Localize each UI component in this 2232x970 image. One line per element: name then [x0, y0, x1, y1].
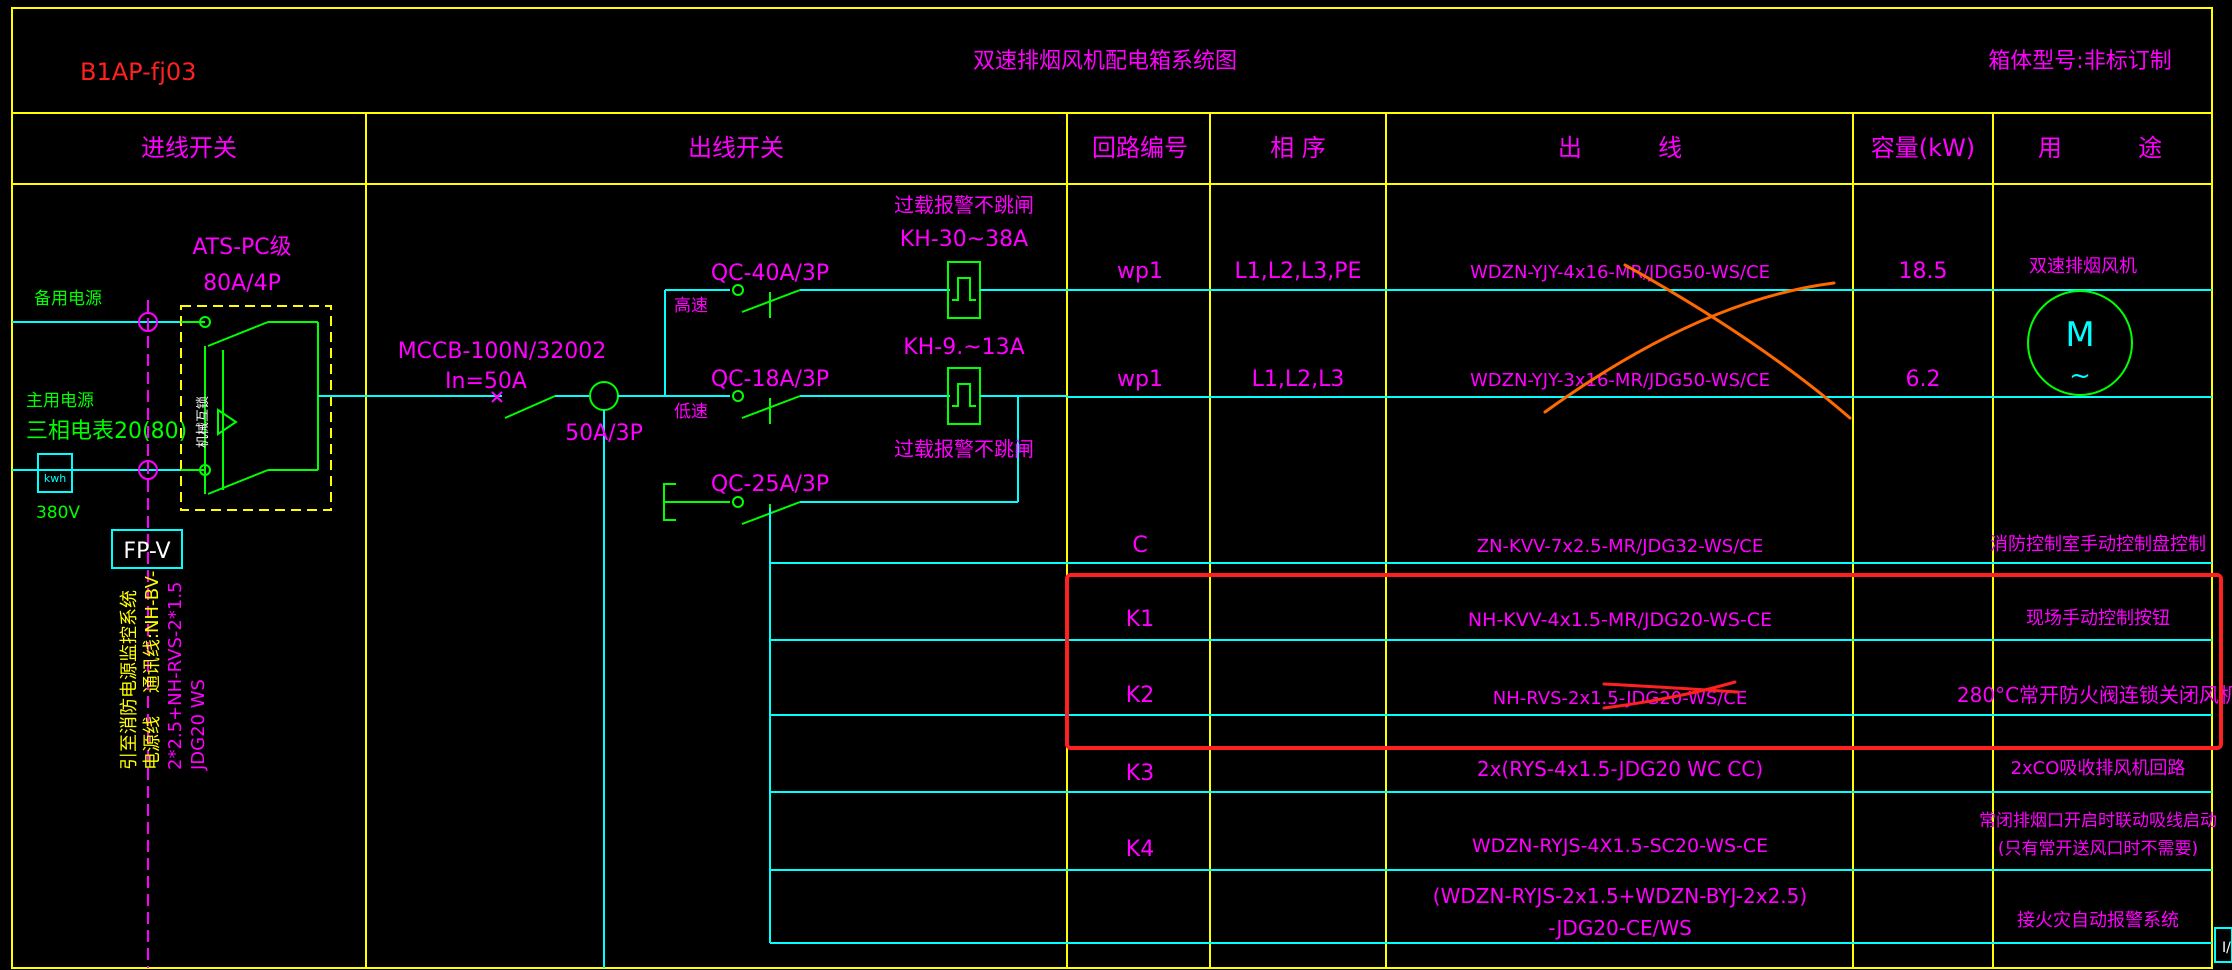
ats-interlock-label: 机械互锁: [195, 396, 211, 448]
edge-tag: I/: [2222, 940, 2231, 956]
cross-out-mark: [1543, 263, 1852, 420]
motor-icon: [2027, 290, 2133, 396]
voltage-label: 380V: [36, 503, 80, 523]
fire-note-4: JDG20 WS: [188, 679, 209, 771]
incoming-section: 备用电源 主用电源 三相电表20(80) kwh 380V FP-V 引至消防电…: [12, 235, 500, 968]
row-8-line-2: -JDG20-CE/WS: [1548, 916, 1692, 940]
qc2-label: QC-18A/3P: [711, 367, 829, 392]
kh1-relay: [947, 261, 981, 319]
row-4-circuit: K1: [1126, 607, 1154, 632]
qc1-label: QC-40A/3P: [711, 261, 829, 286]
edge-tag-box: [2214, 927, 2232, 963]
kh2-label: KH-9.~13A: [903, 335, 1024, 360]
main-power-label: 主用电源: [26, 391, 94, 411]
row-5-circuit: K2: [1126, 683, 1154, 708]
fire-note-1: 引至消防电源监控系统: [119, 590, 140, 770]
high-speed-label: 高速: [674, 296, 708, 316]
strike-k2: [1602, 680, 1740, 710]
header-usage: 用 途: [2038, 134, 2162, 162]
row-3-circuit: C: [1132, 533, 1147, 558]
ats-rating: 80A/4P: [203, 271, 281, 296]
header-capacity: 容量(kW): [1871, 134, 1975, 162]
mccb-in-label: In=50A: [445, 369, 527, 394]
low-speed-label: 低速: [674, 402, 708, 422]
row-2-phase: L1,L2,L3: [1252, 367, 1345, 392]
fpv-label: FP-V: [123, 539, 170, 564]
table-rows: wp1 L1,L2,L3,PE WDZN-YJY-4x16-MR/JDG50-W…: [1117, 256, 2232, 940]
row-7-line: WDZN-RYJS-4X1.5-SC20-WS-CE: [1472, 835, 1768, 857]
kwh-label: kwh: [44, 472, 66, 485]
row-2-capacity: 6.2: [1906, 367, 1941, 392]
row-3-usage: 消防控制室手动控制盘控制: [1990, 534, 2206, 555]
fire-note-3: 2*2.5+NH-RVS-2*1.5: [165, 582, 186, 771]
outer-frame: [11, 7, 2213, 969]
kh2-relay: [947, 367, 981, 425]
qc3-label: QC-25A/3P: [711, 472, 829, 497]
row-8-usage: 接火灾自动报警系统: [2017, 910, 2179, 931]
motor-tilde: ~: [2069, 361, 2091, 391]
drawing-title: 双速排烟风机配电箱系统图: [973, 49, 1237, 74]
highlight-box: [1065, 573, 2223, 750]
fire-note-2: 电源线 通讯线:NH-BV-: [142, 571, 163, 770]
row-6-line: 2x(RYS-4x1.5-JDG20 WC CC): [1477, 757, 1763, 781]
ct-label: 50A/3P: [565, 421, 643, 446]
header-incoming-switch: 进线开关: [141, 134, 237, 162]
row-7-circuit: K4: [1126, 837, 1154, 862]
cabinet-type: 箱体型号:非标订制: [1988, 49, 2171, 74]
header-outgoing-switch: 出线开关: [688, 134, 784, 162]
row-3-line: ZN-KVV-7x2.5-MR/JDG32-WS/CE: [1477, 536, 1764, 557]
backup-power-label: 备用电源: [34, 289, 102, 309]
mccb-label: MCCB-100N/32002: [398, 339, 607, 364]
row-lines: [769, 289, 2212, 944]
row-4-line: NH-KVV-4x1.5-MR/JDG20-WS-CE: [1468, 609, 1772, 631]
row-1-circuit: wp1: [1117, 259, 1163, 284]
row-6-circuit: K3: [1126, 761, 1154, 786]
row-6-usage: 2xCO吸收排风机回路: [2011, 758, 2186, 779]
row-1-usage: 双速排烟风机: [2029, 256, 2137, 277]
meter-label: 三相电表20(80): [26, 419, 187, 444]
ats-name: ATS-PC级: [192, 235, 291, 260]
drawing-code: B1AP-fj03: [80, 58, 196, 86]
row-1-line: WDZN-YJY-4x16-MR/JDG50-WS/CE: [1470, 262, 1770, 283]
table-grid: [11, 7, 2213, 969]
motor-symbol: M ~: [2027, 290, 2133, 396]
row-7-usage-2: (只有常开送风口时不需要): [1998, 839, 2198, 859]
row-7-usage: 常闭排烟口开启时联动吸线启动: [1979, 811, 2217, 831]
header-circuit-no: 回路编号: [1092, 134, 1188, 162]
header-outgoing-line: 出 线: [1558, 134, 1682, 162]
header-phase: 相 序: [1270, 134, 1326, 162]
row-2-line: WDZN-YJY-3x16-MR/JDG50-WS/CE: [1470, 370, 1770, 391]
motor-letter: M: [2065, 315, 2094, 355]
kh-note-bottom: 过载报警不跳闸: [894, 437, 1034, 461]
row-1-phase: L1,L2,L3,PE: [1235, 259, 1362, 284]
kh1-label: KH-30~38A: [900, 227, 1028, 252]
row-8-line: (WDZN-RYJS-2x1.5+WDZN-BYJ-2x2.5): [1433, 884, 1807, 908]
outgoing-section: MCCB-100N/32002 In=50A 50A/3P 高速 低速 QC-4…: [398, 193, 1067, 968]
row-4-usage: 现场手动控制按钮: [2026, 608, 2170, 629]
row-5-usage: 280°C常开防火阀连锁关闭风机: [1957, 683, 2232, 707]
kwh-meter-box: [37, 453, 73, 493]
ct-symbol: [589, 381, 619, 411]
fpv-box: [111, 529, 183, 569]
row-1-capacity: 18.5: [1899, 259, 1948, 284]
row-2-circuit: wp1: [1117, 367, 1163, 392]
kh-note-top: 过载报警不跳闸: [894, 193, 1034, 217]
